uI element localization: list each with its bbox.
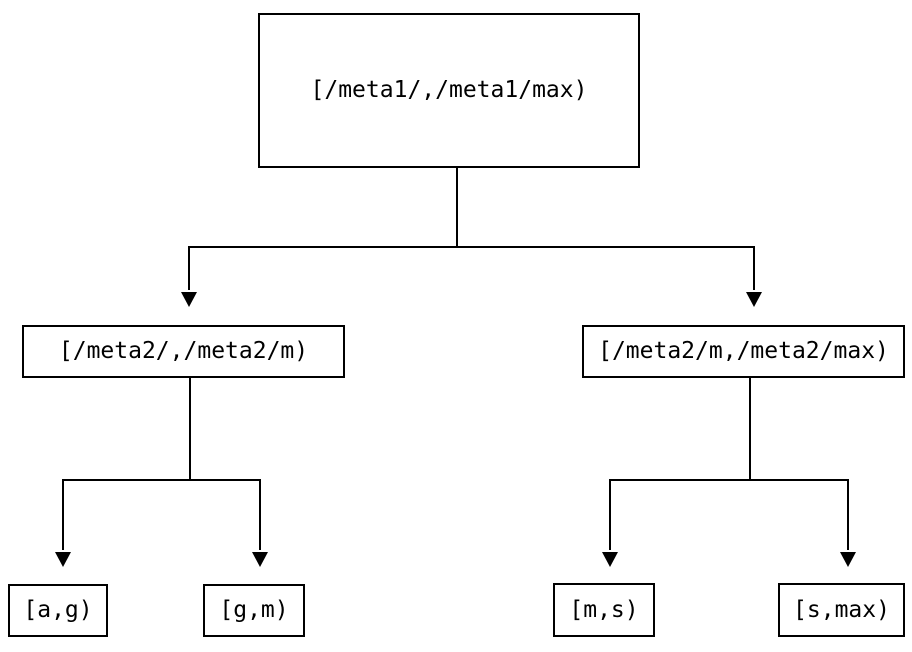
node-leaf-g-m: [g,m) bbox=[203, 584, 305, 637]
arrowhead-to-leaf-a-g bbox=[55, 552, 71, 567]
arrowhead-to-leaf-m-s bbox=[602, 552, 618, 567]
node-leaf-m-s: [m,s) bbox=[553, 583, 655, 637]
edge-meta1-root-to-meta2-right bbox=[456, 168, 755, 290]
edge-meta2-left-to-leaf-a-g bbox=[62, 378, 191, 550]
node-leaf-s-max: [s,max) bbox=[778, 583, 905, 637]
arrowhead-to-meta2-right bbox=[746, 292, 762, 307]
arrowhead-to-leaf-g-m bbox=[252, 552, 268, 567]
node-leaf-a-g: [a,g) bbox=[8, 584, 108, 637]
arrowhead-to-meta2-left bbox=[181, 292, 197, 307]
edge-meta2-right-to-leaf-s-max bbox=[749, 378, 849, 550]
arrowhead-to-leaf-s-max bbox=[840, 552, 856, 567]
node-meta1-root: [/meta1/,/meta1/max) bbox=[258, 13, 640, 168]
node-meta2-left: [/meta2/,/meta2/m) bbox=[22, 325, 345, 378]
edge-meta2-right-to-leaf-m-s bbox=[609, 378, 751, 550]
edge-meta2-left-to-leaf-g-m bbox=[189, 378, 261, 550]
node-meta2-right: [/meta2/m,/meta2/max) bbox=[582, 325, 905, 378]
edge-meta1-root-to-meta2-left bbox=[188, 168, 458, 290]
